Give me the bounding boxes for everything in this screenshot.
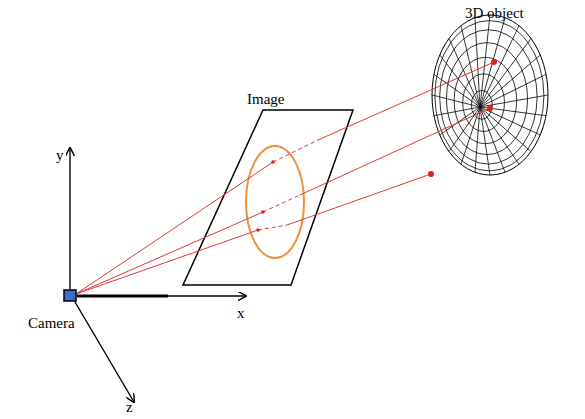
latitude-ring — [440, 30, 537, 164]
camera-symbol — [64, 290, 76, 301]
latitude-ring — [435, 21, 544, 171]
meridian — [480, 26, 519, 107]
object-label: 3D object — [465, 6, 524, 21]
meridian — [480, 107, 505, 172]
meridian — [480, 15, 490, 107]
ray — [300, 108, 490, 195]
image-point — [271, 160, 275, 164]
ray-hidden — [263, 195, 300, 212]
meridian — [480, 74, 546, 107]
ray — [76, 212, 263, 294]
y-axis — [69, 148, 70, 289]
meridian — [475, 107, 480, 172]
axis-label: y — [56, 148, 64, 163]
x-axis-thick — [77, 295, 168, 298]
object-outline — [432, 15, 548, 175]
meridian — [449, 38, 480, 107]
meridian — [480, 107, 519, 164]
camera-label: Camera — [28, 316, 75, 331]
wireframe-object — [432, 15, 548, 175]
image-label: Image — [247, 92, 284, 107]
meridian — [480, 38, 531, 107]
object-point — [491, 59, 497, 65]
object-point — [428, 171, 434, 177]
ray — [76, 162, 273, 294]
meridian — [449, 107, 480, 152]
image-point — [261, 210, 265, 214]
ray — [318, 62, 494, 140]
image-point — [256, 228, 260, 232]
meridian — [461, 26, 480, 107]
ray-hidden — [258, 225, 287, 230]
image-ellipse — [246, 146, 304, 258]
x-axis — [168, 295, 246, 296]
meridian — [480, 55, 540, 107]
meridian — [461, 107, 480, 164]
object-point — [487, 105, 493, 111]
meridian — [432, 95, 480, 107]
axis-label: x — [237, 306, 245, 321]
ray-hidden — [273, 140, 318, 162]
axes — [70, 148, 246, 402]
axis-label: z — [126, 400, 133, 415]
z-axis — [75, 302, 134, 402]
meridian — [480, 107, 490, 175]
ray — [287, 174, 431, 225]
meridian — [475, 18, 480, 107]
rays — [76, 59, 497, 294]
ray — [76, 230, 258, 294]
meridian — [434, 107, 480, 116]
